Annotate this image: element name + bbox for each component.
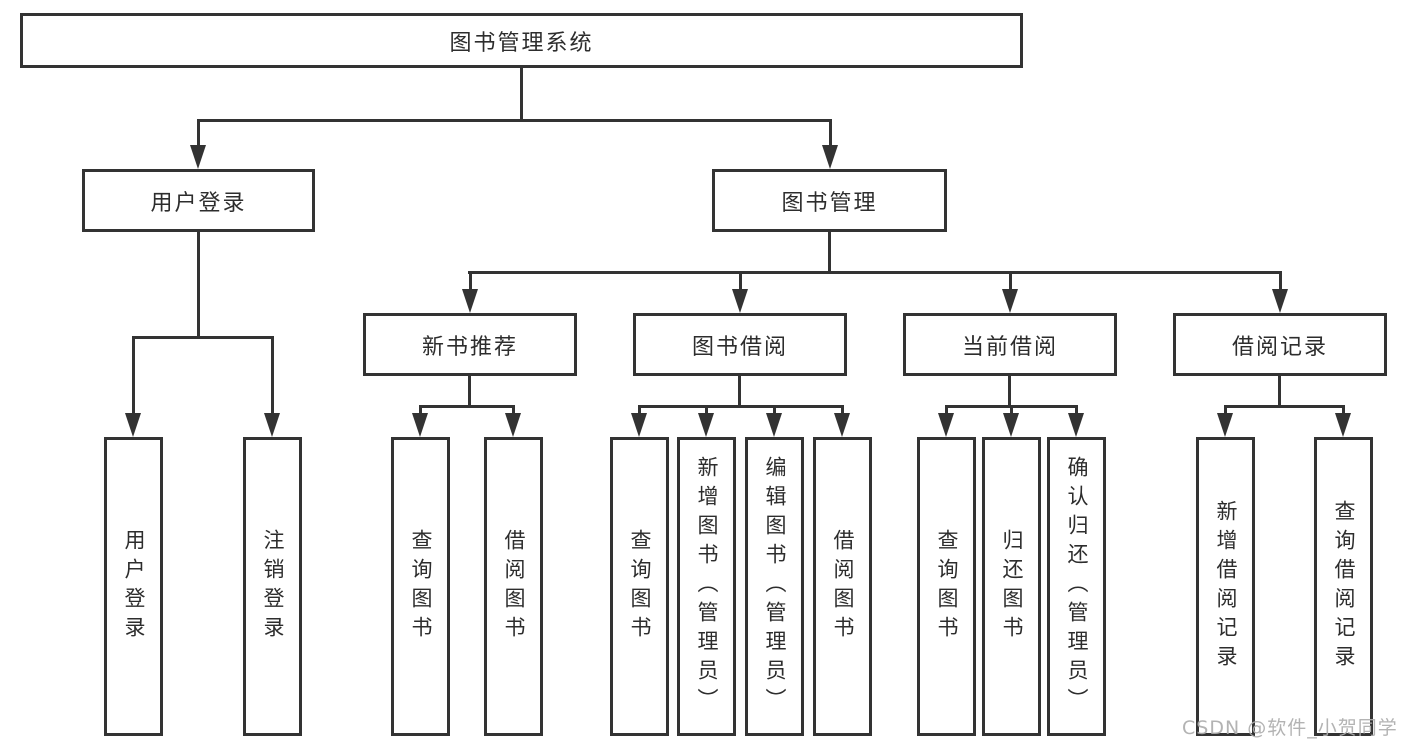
leaf-records-query-record: 查询借阅记录 [1314, 437, 1373, 736]
arrow-down-icon [631, 406, 648, 437]
arrow-down-icon [462, 272, 479, 313]
leaf-recommend-query-books-label: 查询图书 [409, 528, 433, 645]
arrow-down-icon [190, 120, 207, 169]
node-book-management-label: 图书管理 [781, 190, 878, 216]
connector-rail [638, 405, 844, 408]
leaf-recommend-borrow-books-label: 借阅图书 [502, 528, 526, 645]
leaf-borrow-borrow-books-label: 借阅图书 [831, 528, 855, 645]
leaf-records-add-record: 新增借阅记录 [1196, 437, 1255, 736]
connector-rail [419, 405, 515, 408]
arrow-down-icon [1217, 406, 1234, 437]
node-user-login: 用户登录 [82, 169, 315, 232]
node-borrow-records-label: 借阅记录 [1231, 334, 1328, 360]
node-root-label: 图书管理系统 [449, 30, 594, 56]
connector-stem [197, 232, 200, 339]
leaf-recommend-query-books: 查询图书 [391, 437, 450, 736]
arrow-down-icon [732, 272, 749, 313]
node-new-book-recommend-label: 新书推荐 [421, 334, 518, 360]
leaf-records-add-record-label: 新增借阅记录 [1214, 499, 1238, 674]
leaf-borrow-query-books-label: 查询图书 [628, 528, 652, 645]
arrow-down-icon [125, 337, 142, 437]
arrow-down-icon [412, 406, 429, 437]
leaf-current-confirm-return-admin-label: 确认归还（管理员） [1065, 456, 1089, 717]
node-current-borrow: 当前借阅 [903, 313, 1117, 376]
leaf-borrow-query-books: 查询图书 [610, 437, 669, 736]
leaf-borrow-add-books-admin: 新增图书（管理员） [677, 437, 736, 736]
connector-rail [132, 336, 274, 339]
leaf-current-return-books-label: 归还图书 [1000, 528, 1024, 645]
leaf-current-query-books: 查询图书 [917, 437, 976, 736]
leaf-borrow-edit-books-admin: 编辑图书（管理员） [745, 437, 804, 736]
connector-stem [468, 376, 471, 408]
leaf-borrow-edit-books-admin-label: 编辑图书（管理员） [763, 456, 787, 717]
leaf-user-login: 用户登录 [104, 437, 163, 736]
arrow-down-icon [834, 406, 851, 437]
arrow-down-icon [698, 406, 715, 437]
node-book-management: 图书管理 [712, 169, 947, 232]
connector-stem [828, 232, 831, 274]
connector-rail [197, 119, 832, 122]
arrow-down-icon [1068, 406, 1085, 437]
connector-stem [738, 376, 741, 408]
connector-rail [468, 271, 1282, 274]
arrow-down-icon [766, 406, 783, 437]
arrow-down-icon [1272, 272, 1289, 313]
node-borrow-records: 借阅记录 [1173, 313, 1387, 376]
arrow-down-icon [938, 406, 955, 437]
leaf-logout: 注销登录 [243, 437, 302, 736]
arrow-down-icon [1003, 406, 1020, 437]
arrow-down-icon [1002, 272, 1019, 313]
leaf-current-return-books: 归还图书 [982, 437, 1041, 736]
connector-stem [1278, 376, 1281, 408]
csdn-watermark: CSDN @软件_小贺同学 [1182, 717, 1398, 739]
leaf-borrow-borrow-books: 借阅图书 [813, 437, 872, 736]
node-book-borrow-label: 图书借阅 [691, 334, 788, 360]
leaf-current-query-books-label: 查询图书 [935, 528, 959, 645]
node-current-borrow-label: 当前借阅 [961, 334, 1058, 360]
arrow-down-icon [264, 337, 281, 437]
leaf-recommend-borrow-books: 借阅图书 [484, 437, 543, 736]
arrow-down-icon [505, 406, 522, 437]
connector-rail [1224, 405, 1345, 408]
node-user-login-label: 用户登录 [150, 190, 247, 216]
leaf-current-confirm-return-admin: 确认归还（管理员） [1047, 437, 1106, 736]
leaf-borrow-add-books-admin-label: 新增图书（管理员） [695, 456, 719, 717]
arrow-down-icon [1335, 406, 1352, 437]
node-new-book-recommend: 新书推荐 [363, 313, 577, 376]
leaf-records-query-record-label: 查询借阅记录 [1332, 499, 1356, 674]
node-root: 图书管理系统 [20, 13, 1023, 68]
connector-stem [520, 68, 523, 122]
node-book-borrow: 图书借阅 [633, 313, 847, 376]
connector-stem [1008, 376, 1011, 408]
leaf-user-login-label: 用户登录 [122, 528, 146, 645]
leaf-logout-label: 注销登录 [261, 528, 285, 645]
arrow-down-icon [822, 120, 839, 169]
